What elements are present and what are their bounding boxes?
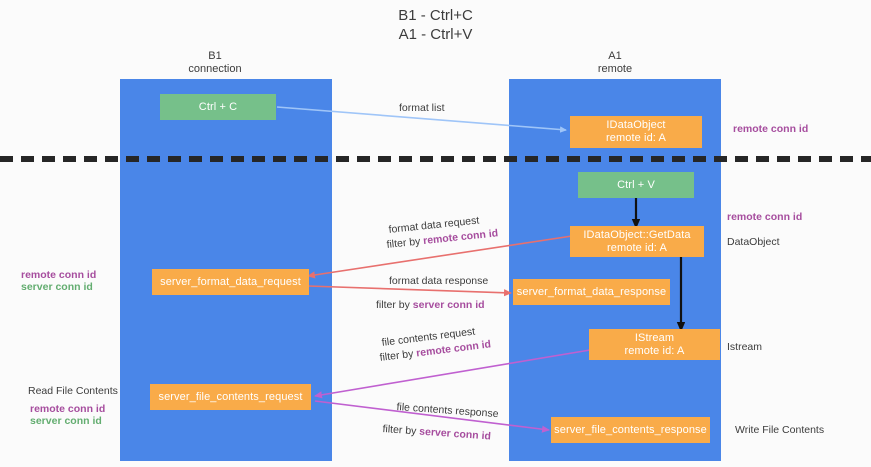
annotation-left-server-conn-id: server conn id — [21, 281, 93, 293]
box-istream[interactable]: IStream remote id: A — [589, 329, 720, 360]
filter-key-4: server conn id — [418, 425, 492, 443]
filter-prefix-1: filter by — [386, 235, 424, 251]
box-idataobject[interactable]: IDataObject remote id: A — [570, 116, 702, 148]
annotation-istream: Istream — [727, 341, 763, 353]
box-idataobject-title: IDataObject — [606, 119, 666, 131]
phase-divider — [0, 156, 871, 162]
column-header-a1-sub: remote — [597, 63, 633, 75]
annotation-left-remote-conn-id-2: remote conn id — [30, 403, 106, 415]
box-istream-sub: remote id: A — [624, 344, 685, 357]
left-label-backdrop — [0, 375, 120, 435]
annotation-dataobject: DataObject — [727, 236, 780, 248]
box-server-file-contents-request[interactable]: server_file_contents_request — [150, 384, 311, 410]
box-server-format-data-response[interactable]: server_format_data_response — [513, 279, 670, 305]
filter-prefix-4: filter by — [382, 423, 420, 438]
diagram-title-line2: A1 - Ctrl+V — [398, 26, 473, 43]
filter-prefix-3: filter by — [379, 347, 417, 364]
box-server-file-contents-response[interactable]: server_file_contents_response — [551, 417, 710, 443]
box-server-format-data-request[interactable]: server_format_data_request — [152, 269, 309, 295]
annotation-remote-conn-id-mid: remote conn id — [727, 211, 803, 223]
filter-prefix-2: filter by — [376, 299, 413, 311]
box-istream-title: IStream — [634, 331, 675, 344]
box-server-file-contents-request-label: server_file_contents_request — [158, 390, 303, 403]
column-header-a1-name: A1 — [608, 50, 622, 62]
box-idataobject-getdata-title: IDataObject::GetData — [583, 228, 691, 241]
box-idataobject-sub: remote id: A — [606, 132, 666, 144]
box-server-format-data-response-label: server_format_data_response — [516, 285, 667, 298]
box-ctrl-c[interactable]: Ctrl + C — [160, 94, 276, 120]
filter-key-2: server conn id — [412, 299, 485, 311]
edge-label-format-data-response-filter: filter by server conn id — [376, 299, 485, 312]
edge-label-format-list: format list — [399, 102, 445, 114]
box-server-format-data-request-label: server_format_data_request — [160, 275, 301, 288]
box-idataobject-getdata[interactable]: IDataObject::GetData remote id: A — [570, 226, 704, 257]
annotation-write-file-contents: Write File Contents — [735, 424, 825, 436]
edge-label-file-contents-response: file contents response — [396, 401, 499, 421]
column-header-b1-sub: connection — [188, 63, 242, 75]
edge-label-format-data-response: format data response — [389, 275, 489, 287]
annotation-read-file-contents: Read File Contents — [28, 385, 118, 397]
box-ctrl-v[interactable]: Ctrl + V — [578, 172, 694, 198]
annotation-left-server-conn-id-2: server conn id — [30, 415, 102, 427]
box-ctrl-v-label: Ctrl + V — [617, 178, 655, 191]
edge-label-file-contents-response-filter: filter by server conn id — [382, 423, 491, 444]
column-header-b1-name: B1 — [208, 50, 222, 62]
box-idataobject-getdata-sub: remote id: A — [607, 241, 667, 254]
box-server-file-contents-response-label: server_file_contents_response — [554, 423, 707, 436]
diagram-title-line1: B1 - Ctrl+C — [398, 7, 473, 24]
box-ctrl-c-label: Ctrl + C — [198, 100, 238, 113]
annotation-left-remote-conn-id: remote conn id — [21, 269, 97, 281]
annotation-remote-conn-id-top: remote conn id — [733, 123, 809, 135]
